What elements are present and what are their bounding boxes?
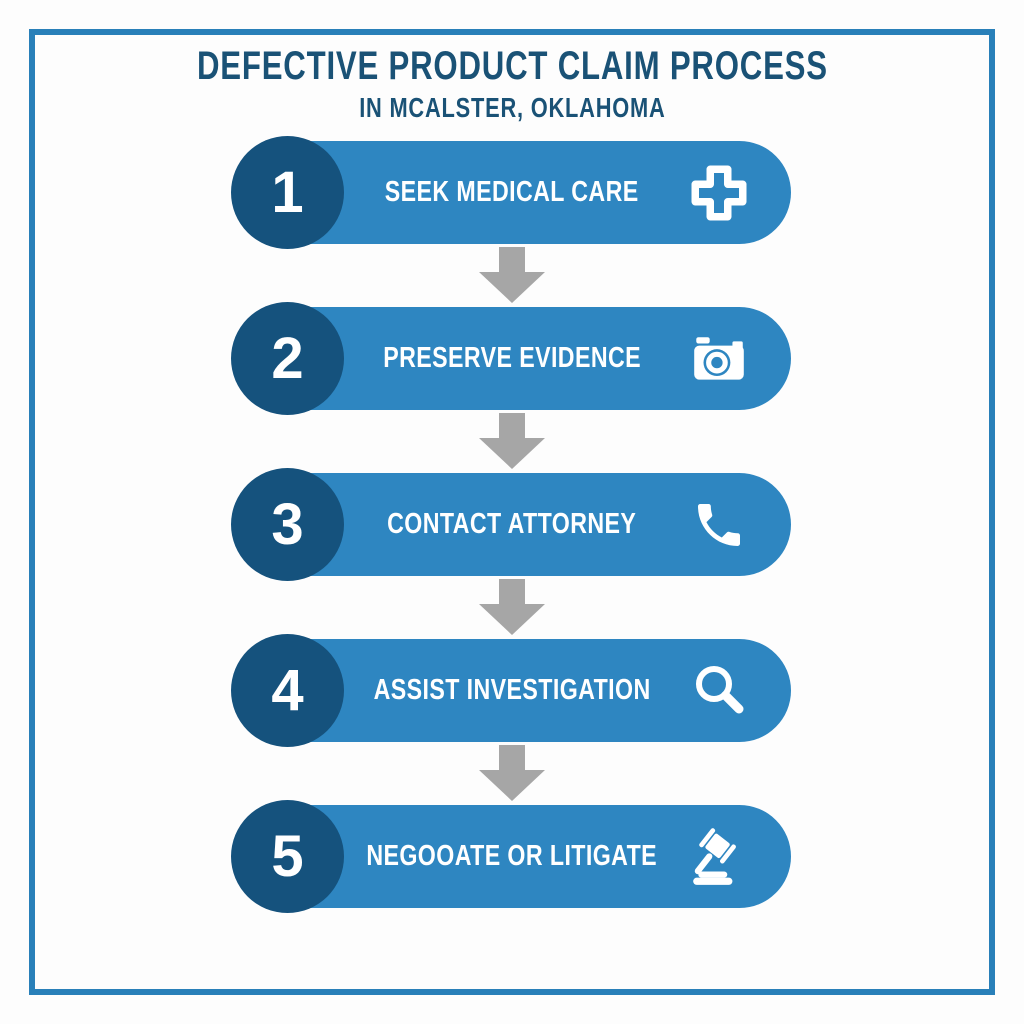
step-number-badge: 2 [231, 302, 344, 415]
step-number-badge: 4 [231, 634, 344, 747]
phone-icon [687, 493, 751, 557]
gavel-icon [687, 825, 751, 889]
magnifier-icon [687, 659, 751, 723]
step-number: 3 [271, 491, 304, 557]
step-row: 2 PRESERVE EVIDENCE [231, 302, 791, 415]
step-row: 5 NEGOOATE OR LITIGATE [231, 800, 791, 913]
step-pill: 1 SEEK MEDICAL CARE [231, 136, 791, 249]
down-arrow-icon [479, 410, 545, 473]
down-arrow-icon [479, 742, 545, 805]
step-pill: 2 PRESERVE EVIDENCE [231, 302, 791, 415]
step-number: 2 [271, 325, 304, 391]
steps-flow: 1 SEEK MEDICAL CARE 2 PRESERVE EVIDENCE [0, 136, 1024, 913]
step-number-badge: 1 [231, 136, 344, 249]
step-label: NEGOOATE OR LITIGATE [366, 840, 658, 872]
step-label: CONTACT ATTORNEY [387, 508, 637, 540]
border-frame [29, 29, 995, 995]
step-number: 1 [271, 159, 304, 225]
step-label: ASSIST INVESTIGATION [373, 674, 651, 706]
camera-icon [687, 327, 751, 391]
step-row: 1 SEEK MEDICAL CARE [231, 136, 791, 249]
step-row: 4 ASSIST INVESTIGATION [231, 634, 791, 747]
step-number-badge: 3 [231, 468, 344, 581]
step-pill: 5 NEGOOATE OR LITIGATE [231, 800, 791, 913]
step-label: SEEK MEDICAL CARE [385, 176, 639, 208]
down-arrow-icon [479, 244, 545, 307]
step-label: PRESERVE EVIDENCE [383, 342, 641, 374]
step-pill: 3 CONTACT ATTORNEY [231, 468, 791, 581]
header: DEFECTIVE PRODUCT CLAIM PROCESS IN MCALS… [0, 0, 1024, 124]
step-pill: 4 ASSIST INVESTIGATION [231, 634, 791, 747]
page-title: DEFECTIVE PRODUCT CLAIM PROCESS [196, 44, 828, 88]
page-subtitle: IN MCALSTER, OKLAHOMA [358, 92, 666, 123]
step-number-badge: 5 [231, 800, 344, 913]
medical-cross-icon [687, 161, 751, 225]
step-row: 3 CONTACT ATTORNEY [231, 468, 791, 581]
step-number: 5 [271, 823, 304, 889]
down-arrow-icon [479, 576, 545, 639]
step-number: 4 [271, 657, 304, 723]
